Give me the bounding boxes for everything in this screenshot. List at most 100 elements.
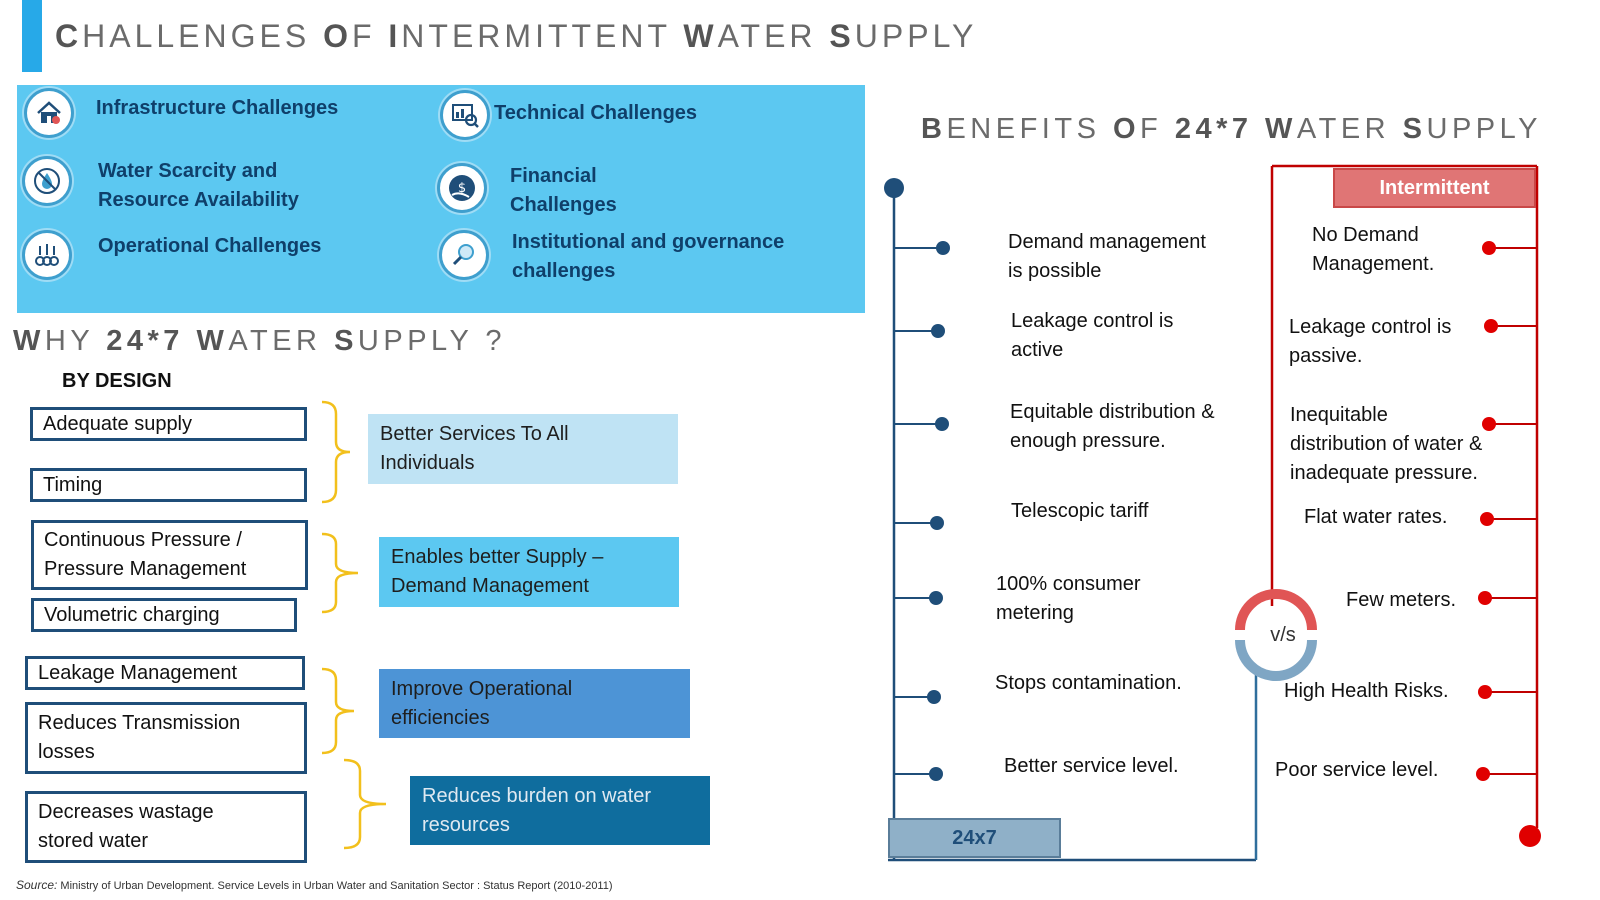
label-24x7: 24x7 — [888, 818, 1061, 858]
page-title-part-2: O — [323, 18, 352, 54]
institutional-line-1: Institutional and governance — [512, 231, 785, 253]
why-title-part-2: 24*7 — [106, 325, 197, 357]
benefits-title-part-5: W — [1265, 113, 1297, 145]
demand-line-1: Demand management — [1008, 231, 1206, 253]
better-services-line-1: Better Services To All — [380, 423, 569, 445]
benefits-title-part-3: F — [1140, 113, 1175, 145]
source-label: Source: — [16, 878, 58, 892]
benefit-leakage-control-active: Leakage control is active — [1011, 307, 1173, 365]
leakage-active-line-1: Leakage control is — [1011, 310, 1174, 332]
intermittent-header: Intermittent — [1333, 168, 1536, 208]
reason-continuous-pressure: Continuous Pressure / Pressure Managemen… — [31, 520, 308, 590]
page-title-part-4: I — [388, 18, 402, 54]
bottom-red-dot — [1519, 825, 1541, 847]
inequitable-line-2: distribution of water & — [1290, 433, 1483, 455]
financial-line-2: Challenges — [510, 194, 617, 216]
why-title-part-6: UPPLY ? — [357, 325, 507, 357]
intermittent-no-demand: No Demand Management. — [1312, 221, 1434, 279]
brace-3 — [321, 667, 355, 755]
water-drop-icon — [22, 156, 72, 206]
why-title-part-5: S — [334, 325, 358, 357]
page-title-part-6: W — [683, 18, 718, 54]
page-title-part-7: ATER — [717, 18, 830, 54]
page-title: CHALLENGES OF INTERMITTENT WATER SUPPLY — [55, 18, 977, 55]
inequitable-line-3: inadequate pressure. — [1290, 462, 1478, 484]
vs-label: v/s — [1270, 624, 1296, 646]
benefits-title-part-1: ENEFITS — [946, 113, 1113, 145]
intermittent-flat-rates: Flat water rates. — [1304, 506, 1448, 528]
intermittent-leakage-passive: Leakage control is passive. — [1289, 313, 1451, 371]
metering-line-2: metering — [996, 602, 1074, 624]
infrastructure-challenges-label: Infrastructure Challenges — [96, 97, 339, 119]
page-title-part-1: HALLENGES — [82, 18, 324, 54]
operational-challenges-label: Operational Challenges — [98, 235, 322, 257]
wastage-line-1: Decreases wastage — [38, 801, 214, 823]
outcome-enables-supply-demand: Enables better Supply – Demand Managemen… — [379, 537, 679, 607]
enables-line-2: Demand Management — [391, 575, 589, 597]
transmission-line-1: Reduces Transmission — [38, 712, 241, 734]
benefits-title-part-2: O — [1112, 113, 1141, 145]
wastage-line-2: stored water — [38, 830, 149, 852]
better-services-line-2: Individuals — [380, 452, 475, 474]
benefit-better-service: Better service level. — [1004, 755, 1179, 777]
page-title-part-9: UPPLY — [854, 18, 978, 54]
burden-line-2: resources — [422, 814, 510, 836]
page-title-part-5: NTERMITTENT — [401, 18, 684, 54]
metering-line-1: 100% consumer — [996, 573, 1141, 595]
inequitable-line-1: Inequitable — [1290, 404, 1388, 426]
why-title-part-4: ATER — [228, 325, 335, 357]
money-hand-icon: $ — [437, 163, 487, 213]
why-title-part-3: W — [196, 325, 229, 357]
improve-line-1: Improve Operational — [391, 678, 573, 700]
benefits-title-part-8: UPPLY — [1426, 113, 1542, 145]
benefits-title-part-6: ATER — [1296, 113, 1403, 145]
reason-decreases-wastage: Decreases wastage stored water — [25, 791, 307, 863]
gears-people-icon — [22, 230, 72, 280]
outcome-improve-efficiencies: Improve Operational efficiencies — [379, 669, 690, 738]
reason-timing: Timing — [30, 468, 307, 502]
why-title-part-1: HY — [44, 325, 107, 357]
improve-line-2: efficiencies — [391, 707, 490, 729]
brace-1 — [321, 400, 351, 504]
brace-4 — [343, 758, 387, 850]
magnifier-icon — [439, 230, 489, 280]
page-title-part-8: S — [829, 18, 855, 54]
passive-line-1: Leakage control is — [1289, 316, 1452, 338]
reason-transmission-losses: Reduces Transmission losses — [25, 702, 307, 774]
continuous-line-2: Pressure Management — [44, 558, 247, 580]
benefits-title-part-7: S — [1402, 113, 1427, 145]
intermittent-inequitable: Inequitable distribution of water & inad… — [1290, 401, 1482, 488]
financial-line-1: Financial — [510, 165, 597, 187]
continuous-line-1: Continuous Pressure / — [44, 529, 242, 551]
financial-challenges-label: Financial Challenges — [510, 162, 617, 220]
water-scarcity-line-2: Resource Availability — [98, 189, 299, 211]
by-design-label: BY DESIGN — [62, 370, 172, 392]
benefits-title-part-0: B — [921, 113, 947, 145]
house-icon — [24, 88, 74, 138]
why-section-title: WHY 24*7 WATER SUPPLY ? — [13, 325, 506, 358]
water-scarcity-label: Water Scarcity and Resource Availability — [98, 157, 299, 215]
source-text: Ministry of Urban Development. Service L… — [57, 880, 613, 892]
outcome-better-services: Better Services To All Individuals — [368, 414, 678, 484]
institutional-challenges-label: Institutional and governance challenges — [512, 228, 784, 286]
reason-leakage-management: Leakage Management — [25, 656, 305, 690]
passive-line-2: passive. — [1289, 345, 1363, 367]
demand-line-2: is possible — [1008, 260, 1102, 282]
water-scarcity-line-1: Water Scarcity and — [98, 160, 278, 182]
nodemand-line-1: No Demand — [1312, 224, 1419, 246]
page-title-part-3: F — [351, 18, 389, 54]
equitable-line-1: Equitable distribution & — [1010, 401, 1215, 423]
equitable-line-2: enough pressure. — [1010, 430, 1166, 452]
enables-line-1: Enables better Supply – — [391, 546, 604, 568]
intermittent-health-risks: High Health Risks. — [1284, 680, 1449, 702]
top-node-dot — [884, 178, 904, 198]
technical-challenges-label: Technical Challenges — [494, 102, 698, 124]
chart-magnifier-icon — [440, 90, 490, 140]
benefits-title-part-4: 24*7 — [1174, 113, 1266, 145]
reason-adequate-supply: Adequate supply — [30, 407, 307, 441]
intermittent-few-meters: Few meters. — [1346, 589, 1457, 611]
benefit-consumer-metering: 100% consumer metering — [996, 570, 1141, 628]
burden-line-1: Reduces burden on water — [422, 785, 652, 807]
reason-volumetric-charging: Volumetric charging — [31, 598, 297, 632]
institutional-line-2: challenges — [512, 260, 616, 282]
